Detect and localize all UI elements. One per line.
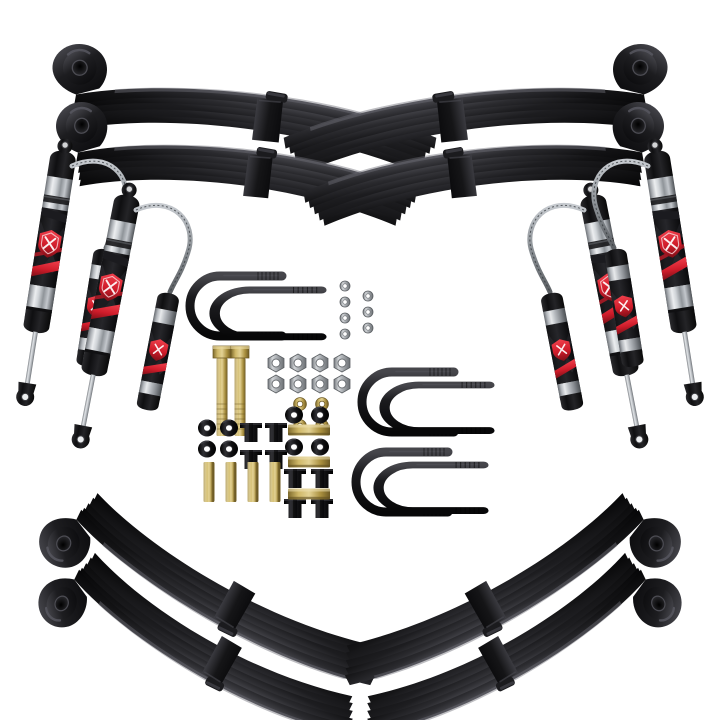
shock-left-inner <box>65 179 193 452</box>
braided-hose <box>133 202 193 295</box>
braided-hose <box>527 202 587 295</box>
shock-right-inner <box>527 179 655 452</box>
shock-right-outer <box>591 135 710 409</box>
